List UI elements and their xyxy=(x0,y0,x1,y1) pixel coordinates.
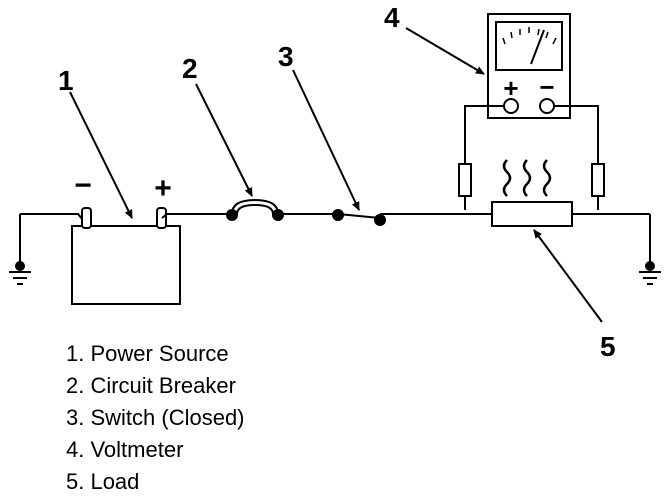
legend-item-load: 5. Load xyxy=(66,469,140,494)
callout-3: 3 xyxy=(278,41,294,72)
legend-item-switch: 3. Switch (Closed) xyxy=(66,405,245,430)
positive-probe xyxy=(458,163,472,197)
legend-item-power-source: 1. Power Source xyxy=(66,341,229,366)
callout-2: 2 xyxy=(182,53,198,84)
voltmeter-positive-sign: + xyxy=(503,73,518,103)
main-wire xyxy=(161,213,650,219)
battery xyxy=(71,207,181,305)
battery-positive-terminal xyxy=(156,207,167,229)
heat-icon xyxy=(502,159,552,197)
voltmeter-negative-sign: − xyxy=(539,72,554,102)
battery-negative-terminal xyxy=(81,207,92,229)
left-ground-symbol xyxy=(9,214,31,285)
leader-1 xyxy=(69,91,133,219)
circuit-breaker xyxy=(226,198,284,221)
callout-leaders xyxy=(69,27,603,323)
right-ground-symbol xyxy=(639,214,661,285)
wire-ground-to-battery xyxy=(20,213,84,221)
load xyxy=(491,201,573,227)
leader-3 xyxy=(292,69,360,211)
battery-positive-sign: + xyxy=(154,172,172,205)
switch-closed xyxy=(332,209,386,226)
negative-probe xyxy=(591,163,605,197)
callout-1: 1 xyxy=(58,65,74,96)
callout-5: 5 xyxy=(600,331,616,362)
leader-5 xyxy=(533,229,603,323)
leader-2 xyxy=(195,83,253,197)
voltmeter-leads xyxy=(464,105,599,210)
voltmeter-scale xyxy=(502,27,557,45)
legend: 1. Power Source 2. Circuit Breaker 3. Sw… xyxy=(66,338,245,498)
battery-negative-sign: − xyxy=(74,169,92,202)
leader-4 xyxy=(405,27,485,75)
voltmeter xyxy=(487,13,571,119)
legend-item-voltmeter: 4. Voltmeter xyxy=(66,437,184,462)
callout-4: 4 xyxy=(384,2,400,33)
legend-item-circuit-breaker: 2. Circuit Breaker xyxy=(66,373,236,398)
voltmeter-needle xyxy=(530,29,545,65)
